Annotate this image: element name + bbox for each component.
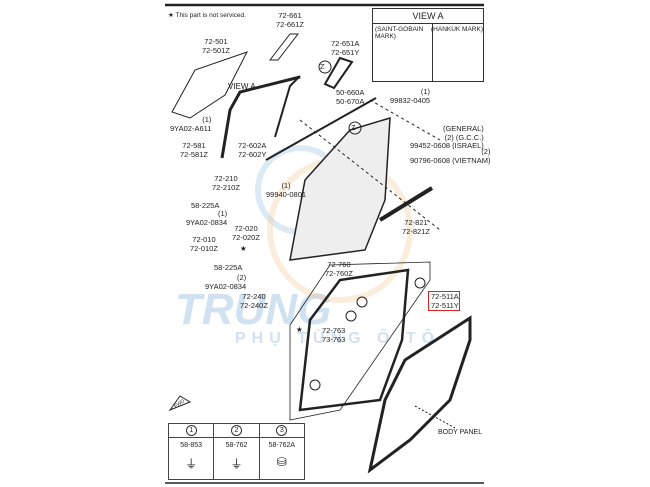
label-72-821: 72-821 72-821Z [402, 218, 430, 236]
clip-number: 2 [230, 425, 242, 436]
label-72-651a: 72-651A 72-651Y [331, 39, 360, 57]
clip-number: 3 [276, 425, 288, 436]
label-72-020: 72-020 72-020Z [232, 224, 260, 242]
label-90796-0608: (2) 90796-0608 (VIETNAM) [410, 147, 491, 165]
label-58-225a: 58-225A [191, 201, 220, 210]
label-50-660a: 50-660A 50-670A [336, 88, 365, 106]
label-72-010: 72-010 72-010Z [190, 235, 218, 253]
view-a-inset: VIEW A (SAINT-GOBAIN MARK) (HANKUK MARK) [372, 8, 484, 82]
label-58-225a: 58-225A [214, 263, 243, 272]
label-72-602a: 72-602A 72-602Y [238, 141, 267, 159]
label-99940-0801: (1) 99940-0801 [266, 181, 307, 199]
label-9ya02-0834: (2) 9YA02-0834 [205, 273, 247, 291]
view-a-label: VIEW A [228, 82, 256, 91]
clip-icon: ⏚ [185, 457, 198, 471]
label-99452-0608: (GENERAL) (2) (G.C.C.) 99452-0608 (ISRAE… [410, 124, 484, 150]
grommet-icon: ⛁ [276, 455, 287, 469]
clip-part-2: 2 58-762 ⏚ [214, 424, 260, 479]
label-72-581: 72-581 72-581Z [180, 141, 208, 159]
label-72-661: 72-661 72-661Z [276, 11, 304, 29]
callout-z: Z [320, 62, 325, 71]
not-serviced-note: ★ This part is not serviced. [168, 12, 246, 19]
hankuk-mark: (HANKUK MARK) [431, 26, 484, 33]
label-99832-0405: (1) 99832-0405 [390, 87, 431, 105]
clip-number: 1 [185, 425, 197, 436]
label-72-760: 72-760 72-760Z [325, 260, 353, 278]
clip-icon: ⏚ [230, 457, 243, 471]
label-72-240: 72-240 72-240Z [240, 292, 268, 310]
clip-part-number: 58-853 [180, 442, 203, 449]
label-72-511a: 72-511A 72-511Y [431, 292, 459, 310]
label-9ya02-0834: (1) 9YA02-0834 [186, 209, 228, 227]
clip-part-3: 3 58-762A ⛁ [259, 424, 304, 479]
clip-parts-table: 1 58-853 ⏚ 2 58-762 ⏚ 3 58-762A ⛁ [168, 423, 305, 480]
label-72-210: 72-210 72-210Z [212, 174, 240, 192]
highlight-box [428, 291, 460, 311]
label-72-763: 72-763 73-763 [322, 326, 346, 344]
callout-z: Z [351, 123, 356, 132]
saint-gobain-mark: (SAINT-GOBAIN MARK) [373, 24, 433, 81]
label-72-501: 72-501 72-501Z [202, 37, 230, 55]
label-9ya02-a611: (1) 9YA02-A611 [170, 115, 212, 133]
view-a-title: VIEW A [373, 9, 483, 24]
clip-part-1: 1 58-853 ⏚ [169, 424, 215, 479]
watermark: TRUNG [175, 285, 332, 334]
watermark-sub: PHỤ TÙNG Ô TÔ [235, 330, 441, 347]
clip-part-number: 58-762 [225, 442, 248, 449]
not-serviced-star: ★ [296, 325, 303, 334]
not-serviced-star: ★ [240, 244, 247, 253]
clip-part-number: 58-762A [268, 442, 296, 449]
body-panel-label: BODY PANEL [438, 429, 483, 436]
